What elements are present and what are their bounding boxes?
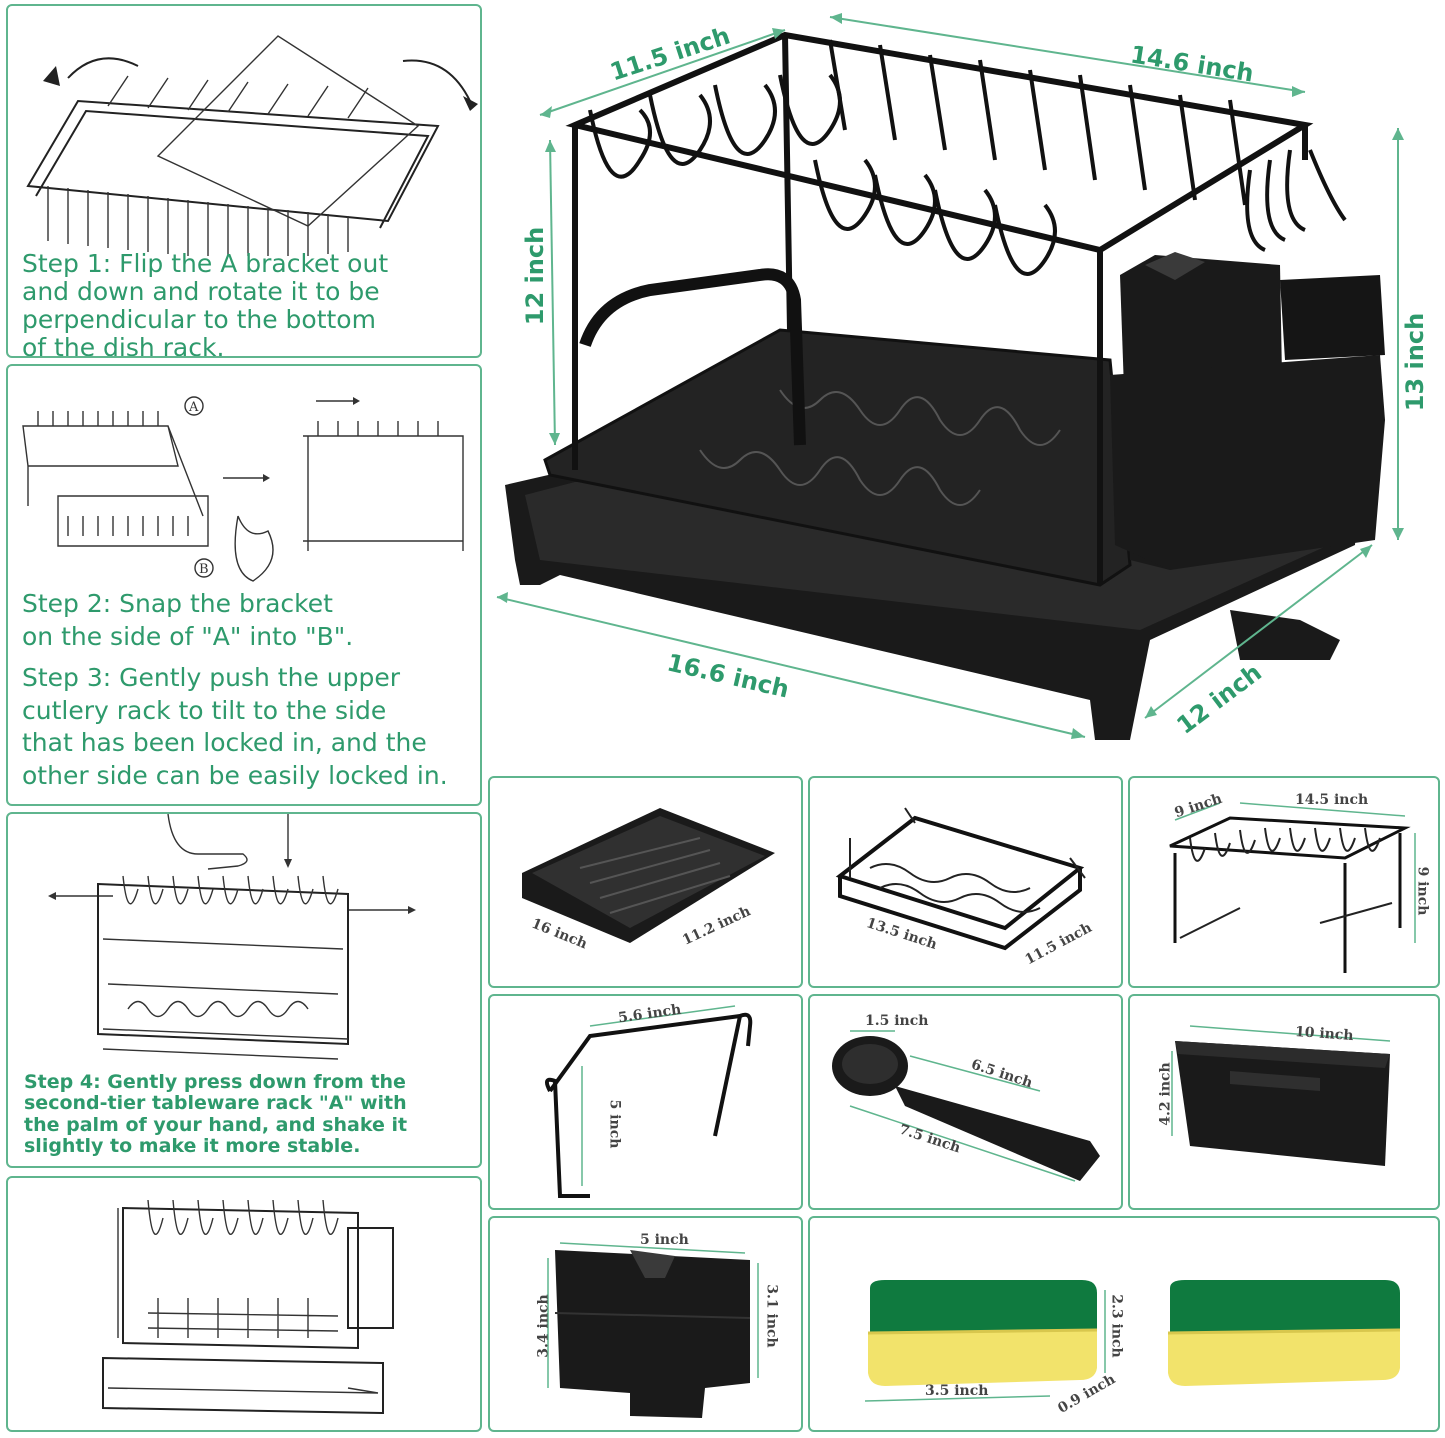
part-upper-rack: 9 inch 14.5 inch 9 inch xyxy=(1128,776,1440,988)
part-hook: 5.6 inch 5 inch xyxy=(488,994,803,1210)
flip-bracket-diagram xyxy=(26,35,478,256)
holder-height-right: 3.1 inch xyxy=(763,1284,780,1348)
rack-width: 14.5 inch xyxy=(1295,792,1369,808)
part-spout: 1.5 inch 6.5 inch 7.5 inch xyxy=(808,994,1123,1210)
step3-text: Step 3: Gently push the upper cutlery ra… xyxy=(22,663,448,790)
assembled-rack-diagram xyxy=(102,1199,394,1415)
step4-text: Step 4: Gently press down from the secon… xyxy=(24,1071,408,1157)
holder-width: 5 inch xyxy=(640,1232,689,1248)
step1-panel: Step 1: Flip the A bracket out and down … xyxy=(6,4,482,358)
dim-upper-height: 12 inch xyxy=(521,226,550,326)
sponge-length: 3.5 inch xyxy=(925,1383,989,1399)
hook-height: 5 inch xyxy=(606,1099,623,1149)
step1-text: Step 1: Flip the A bracket out and down … xyxy=(22,249,389,358)
assembled-panel xyxy=(6,1176,482,1432)
part-lower-basket: 13.5 inch 11.5 inch xyxy=(808,776,1123,988)
part-knife-holder: 5 inch 3.4 inch 3.1 inch xyxy=(488,1216,803,1432)
cup-height: 4.2 inch xyxy=(1157,1062,1174,1126)
label-a: A xyxy=(188,400,199,415)
dim-total-height: 13 inch xyxy=(1401,312,1430,412)
snap-bracket-diagram: A B xyxy=(22,396,464,582)
step4-panel: Step 4: Gently press down from the secon… xyxy=(6,812,482,1168)
sponge-height: 2.3 inch xyxy=(1108,1294,1125,1358)
label-b: B xyxy=(199,562,209,577)
spout-tip: 1.5 inch xyxy=(865,1013,929,1029)
step2-text: Step 2: Snap the bracket on the side of … xyxy=(22,589,354,651)
part-side-cup: 10 inch 4.2 inch xyxy=(1128,994,1440,1210)
part-sponges: 3.5 inch 2.3 inch 0.9 inch xyxy=(808,1216,1440,1432)
holder-height-left: 3.4 inch xyxy=(535,1294,552,1358)
main-product-illustration xyxy=(496,13,1404,740)
rack-height: 9 inch xyxy=(1414,866,1431,916)
part-tray: 16 inch 11.2 inch xyxy=(488,776,803,988)
step2-3-panel: A B Step 2: Snap the bracket on the side… xyxy=(6,364,482,806)
press-down-diagram xyxy=(48,814,416,1060)
